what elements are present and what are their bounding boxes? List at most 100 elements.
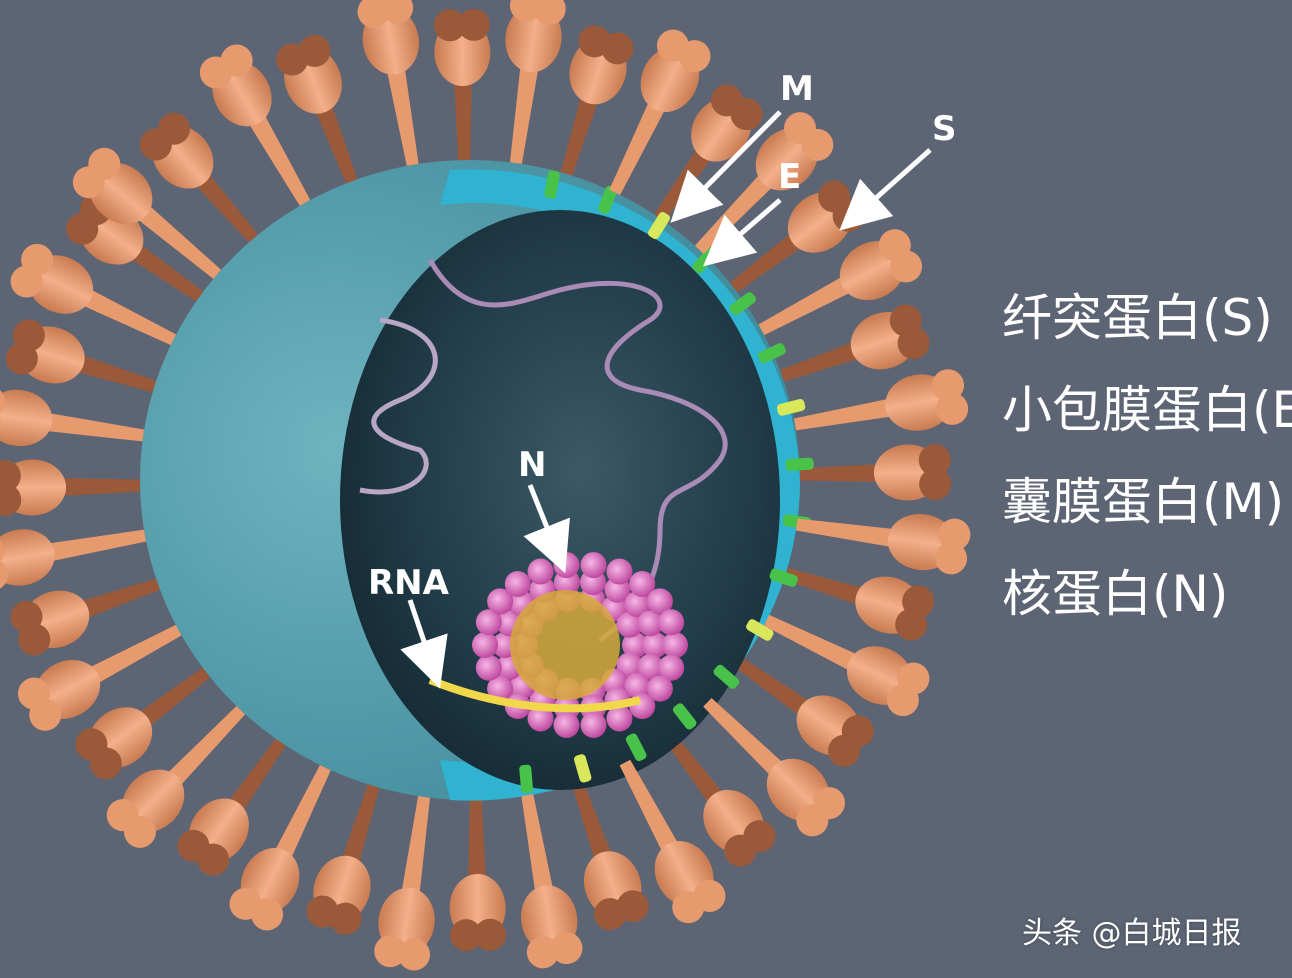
nucleocapsid-bead — [624, 672, 651, 699]
spike-protein — [619, 759, 726, 924]
spike-lobe — [550, 932, 583, 965]
membrane-protein — [544, 170, 560, 199]
envelope-protein — [647, 212, 670, 240]
membrane-protein — [729, 292, 756, 316]
spike-lobe — [433, 9, 466, 42]
nucleocapsid-bead — [646, 675, 673, 702]
spike-stalk — [521, 794, 553, 892]
spike-lobe — [450, 919, 483, 952]
spike-lobe — [306, 895, 339, 928]
spike-protein — [306, 784, 380, 935]
spike-protein — [703, 697, 846, 837]
label-s: S — [932, 109, 957, 149]
spike-protein — [763, 614, 930, 717]
spike-lobe — [801, 128, 834, 161]
spike-stalk — [226, 738, 286, 815]
legend-item-membrane: 囊膜蛋白(M) — [1002, 473, 1285, 531]
spike-stalk — [313, 101, 358, 184]
spike-stalk — [387, 68, 419, 166]
spike-lobe — [897, 327, 930, 360]
spike-protein — [357, 0, 420, 166]
spike-stalk — [758, 276, 851, 336]
spike-protein — [736, 658, 874, 767]
spike-protein — [609, 29, 711, 196]
spike-lobe — [457, 8, 490, 41]
spike-stalk — [783, 567, 868, 607]
nucleocapsid-bead — [606, 705, 633, 732]
spike-protein — [106, 706, 246, 848]
spike-stalk — [763, 614, 858, 671]
spike-lobe — [88, 147, 121, 180]
spike-lobe — [796, 804, 829, 837]
membrane-protein — [785, 457, 814, 471]
spike-protein — [10, 243, 177, 346]
spike-protein — [449, 799, 507, 952]
spike-lobe — [938, 518, 971, 551]
spike-lobe — [12, 319, 45, 352]
spike-protein — [17, 624, 182, 731]
spike-protein — [0, 459, 141, 516]
spike-lobe — [919, 468, 952, 501]
spike-lobe — [730, 98, 763, 131]
spike-stalk — [72, 353, 157, 393]
spike-stalk — [703, 697, 783, 776]
nucleocapsid-bead — [487, 588, 514, 615]
nucleocapsid-bead — [637, 610, 664, 637]
spike-stalk — [509, 66, 539, 164]
spike-lobe — [678, 40, 711, 73]
rna-strand-upper — [427, 258, 728, 642]
nucleocapsid-bead — [527, 558, 554, 585]
spike-protein — [199, 44, 311, 206]
spike-stalk — [57, 478, 141, 497]
spike-lobe — [886, 684, 919, 717]
spike-protein — [520, 794, 583, 969]
spike-lobe — [474, 918, 507, 951]
spike-protein — [177, 738, 286, 876]
spike-stalk — [77, 578, 160, 620]
spike-stalk — [795, 518, 894, 547]
spike-lobe — [936, 392, 969, 425]
spike-protein — [433, 8, 491, 161]
spike-lobe — [828, 734, 861, 767]
spike-stalk — [571, 780, 613, 864]
spike-stalk — [82, 289, 177, 346]
rna-tail — [428, 676, 641, 713]
spike-lobe — [398, 938, 431, 971]
spike-lobe — [10, 600, 43, 633]
spike-lobe — [918, 444, 951, 477]
spike-protein — [571, 780, 649, 931]
source-watermark: 头条 @白城日报 — [1022, 916, 1242, 951]
spike-protein — [560, 25, 634, 176]
label-rna: RNA — [368, 563, 449, 603]
membrane-protein-group — [519, 170, 814, 793]
spike-protein-group-front — [0, 0, 971, 971]
rna-strand-left — [359, 317, 438, 495]
nucleocapsid-bead — [662, 632, 688, 658]
spike-lobe — [106, 799, 139, 832]
label-m: M — [780, 69, 814, 109]
spike-head — [0, 529, 55, 586]
spike-protein-group-back — [0, 8, 952, 952]
spike-protein — [276, 34, 358, 184]
spike-stalk — [192, 170, 259, 243]
spike-stalk — [793, 398, 892, 431]
spike-protein — [505, 0, 566, 164]
spike-protein — [139, 112, 259, 243]
spike-lobe — [890, 250, 923, 283]
arrow-s — [839, 148, 932, 231]
nucleocapsid-bead — [553, 711, 580, 738]
nucleocapsid-bead — [606, 558, 633, 585]
spike-lobe — [177, 829, 210, 862]
spike-protein — [72, 147, 222, 279]
nucleocapsid-bead — [616, 611, 643, 638]
spike-protein — [783, 567, 935, 641]
spike-protein — [793, 369, 969, 431]
legend: 纤突蛋白(S) 小包膜蛋白(E) 囊膜蛋白(M) 核蛋白(N) — [1002, 272, 1292, 640]
nucleocapsid-bead — [580, 552, 607, 579]
spike-lobe — [220, 44, 253, 77]
spike-lobe — [672, 891, 705, 924]
membrane-protein — [769, 568, 798, 587]
spike-lobe — [17, 677, 50, 710]
spike-lobe — [229, 887, 262, 920]
